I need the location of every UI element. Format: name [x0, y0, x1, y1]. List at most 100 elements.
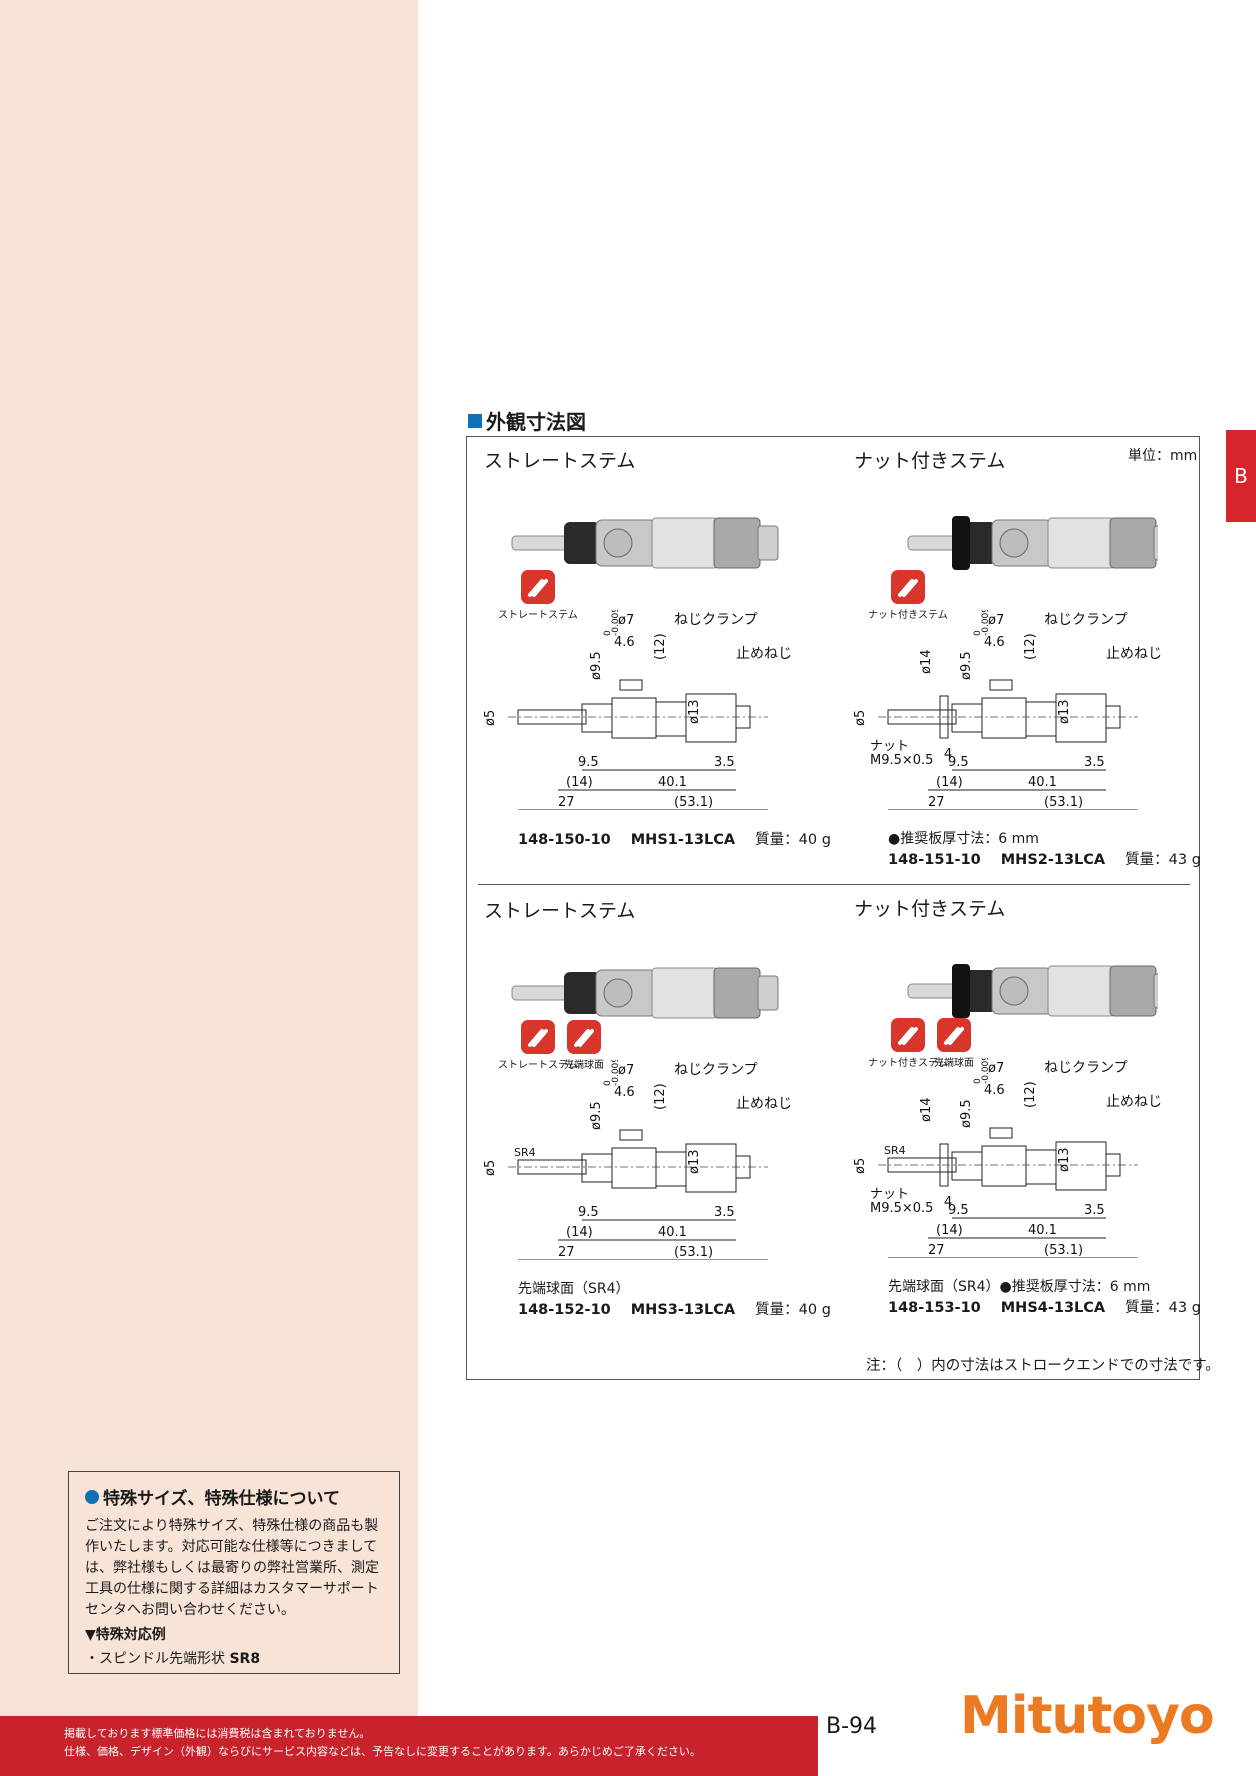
- dimension-label: ø13: [1057, 700, 1072, 725]
- thimble-shape: [1047, 965, 1115, 1017]
- dimension-label: (14): [566, 775, 593, 790]
- model-weight: 質量：43 g: [1125, 1300, 1201, 1316]
- knurl-shape: [1109, 517, 1157, 569]
- dimension-label: 40.1: [1028, 1223, 1057, 1238]
- model-name: MHS4-13LCA: [1000, 1300, 1106, 1316]
- micrometer-head-photo: [907, 964, 1158, 1018]
- dimension-label: 40.1: [1028, 775, 1057, 790]
- feature-badge: ナット付きステム: [868, 1018, 948, 1069]
- model-code: 148-153-10: [888, 1300, 981, 1316]
- badge-label: 先端球面: [934, 1058, 974, 1069]
- clamp-screw-shape: [999, 528, 1029, 558]
- knurl-shape: [713, 967, 761, 1019]
- clamp-screw-outline: [989, 679, 1013, 691]
- model-name: MHS1-13LCA: [630, 832, 736, 848]
- thimble-shape: [1047, 517, 1115, 569]
- dimension-label: 9.5: [948, 755, 969, 770]
- dimension-label: (12): [653, 633, 668, 660]
- panel-title: ナット付きステム: [854, 450, 1006, 472]
- clamp-outline: [981, 697, 1027, 739]
- dimension-label: (12): [1023, 633, 1038, 660]
- stem-shape: [564, 522, 600, 564]
- dimension-label: 27: [558, 1245, 575, 1260]
- stem-glyph-icon: [897, 579, 918, 597]
- badge-label: ストレートステム: [498, 610, 578, 621]
- dimension-label: (14): [566, 1225, 593, 1240]
- model-code: 148-150-10: [518, 832, 611, 848]
- stem-type-icon: [520, 1020, 555, 1054]
- stem-type-icon: [890, 570, 925, 604]
- panel-title: ストレートステム: [484, 450, 636, 472]
- clamp-screw-outline: [619, 1129, 643, 1141]
- badge-label: ストレートステム: [498, 1060, 578, 1071]
- dimension-label: (12): [1023, 1081, 1038, 1108]
- dimension-label: ø9.5: [959, 1099, 974, 1128]
- clamp-screw-outline: [619, 679, 643, 691]
- square-bullet-icon: [468, 413, 482, 428]
- model-note: 先端球面（SR4）: [518, 1281, 630, 1297]
- dimension-label: (53.1): [1044, 795, 1083, 810]
- dimension-label: 4: [944, 1195, 952, 1210]
- feature-badge: ストレートステム: [498, 1020, 578, 1071]
- dimension-label: ø5: [853, 1158, 868, 1174]
- sleeve-outline: [1025, 701, 1057, 737]
- stem-glyph-icon: [527, 1029, 548, 1047]
- dimension-label: -0.009: [981, 1058, 991, 1084]
- sleeve-outline: [655, 1151, 687, 1187]
- clamp-screw-shape: [999, 976, 1029, 1006]
- nut-shape: [952, 516, 970, 570]
- unit-label: 単位：mm: [1128, 448, 1198, 464]
- dimension-label: 止めねじ: [1106, 1094, 1162, 1110]
- dimension-label: ø13: [687, 1150, 702, 1175]
- ratchet-shape: [1153, 973, 1158, 1009]
- dimension-label: ø9.5: [589, 1101, 604, 1130]
- ratchet-shape: [757, 975, 779, 1011]
- model-name: MHS2-13LCA: [1000, 852, 1106, 868]
- model-weight: 質量：43 g: [1125, 852, 1201, 868]
- clamp-screw-shape: [603, 978, 633, 1008]
- feature-badge: ストレートステム: [498, 570, 578, 621]
- clamp-outline: [611, 697, 657, 739]
- stem-glyph-icon: [944, 1027, 964, 1045]
- dimension-label: 3.5: [1084, 1203, 1105, 1218]
- dimension-label: (14): [936, 775, 963, 790]
- section-tab-label: B: [1234, 464, 1248, 488]
- dimension-label: 27: [928, 1243, 945, 1258]
- dimension-label: 3.5: [714, 1205, 735, 1220]
- dimension-label: 9.5: [578, 1205, 599, 1220]
- dimension-label: (14): [936, 1223, 963, 1238]
- model-note: ●推奨板厚寸法：6 mm: [888, 831, 1039, 847]
- section-tab[interactable]: B: [1226, 430, 1256, 522]
- dimension-label: 9.5: [948, 1203, 969, 1218]
- badge-label: ナット付きステム: [868, 1058, 948, 1069]
- knurl-shape: [713, 517, 761, 569]
- dimension-label: ø9.5: [589, 651, 604, 680]
- dimension-label: ø7: [988, 1061, 1004, 1076]
- special-body: ご注文により特殊サイズ、特殊仕様の商品も製作いたします。対応可能な仕様等につきま…: [85, 1518, 379, 1618]
- model-line: 148-150-10 MHS1-13LCA 質量：40 g: [518, 828, 831, 849]
- dimension-label: (53.1): [674, 1245, 713, 1260]
- nut-shape: [952, 964, 970, 1018]
- thimble-shape: [651, 517, 719, 569]
- dimension-label: ø5: [483, 710, 498, 726]
- dimension-frame: [466, 436, 1200, 1380]
- spindle-shape: [511, 985, 573, 1001]
- dimension-label: 27: [928, 795, 945, 810]
- micrometer-head-photo: [511, 967, 779, 1019]
- stem-type-icon: [937, 1018, 971, 1052]
- dimension-label: ø9.5: [959, 651, 974, 680]
- sleeve-outline: [655, 701, 687, 737]
- model-code: 148-151-10: [888, 852, 981, 868]
- dimension-label: (53.1): [674, 795, 713, 810]
- special-item-prefix: ・スピンドル先端形状: [85, 1651, 230, 1667]
- dimension-label: -0.009: [611, 610, 621, 636]
- feature-badge: 先端球面: [934, 1018, 974, 1069]
- model-weight: 質量：40 g: [755, 832, 831, 848]
- spindle-shape: [511, 535, 573, 551]
- micrometer-head-photo: [907, 516, 1158, 570]
- dimension-label: ø13: [687, 700, 702, 725]
